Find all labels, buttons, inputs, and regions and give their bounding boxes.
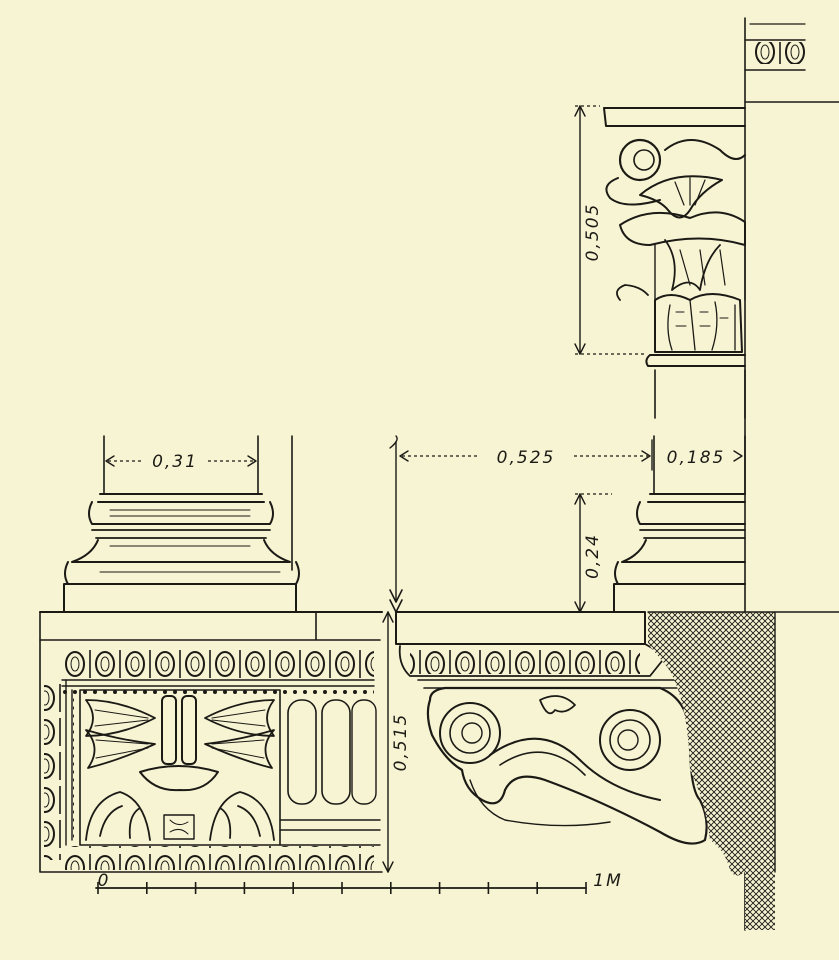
- base-height-label: 0,24: [583, 533, 603, 579]
- left-column-base: [63, 435, 300, 613]
- pedestal-front: [39, 611, 383, 873]
- dimension-capital-height: 0,505: [574, 105, 645, 355]
- column-diameter-label: 0,31: [152, 452, 198, 472]
- capital-height-label: 0,505: [583, 203, 603, 262]
- dimension-column-diameter: 0,31: [105, 452, 257, 472]
- capital-elevation: [603, 17, 839, 931]
- dimension-offset-width: 0,525: [389, 435, 653, 601]
- flute-panel: [287, 699, 377, 805]
- scale-end-label: 1M: [593, 871, 622, 891]
- column-radius-label: 0,185: [667, 448, 726, 468]
- pedestal-height-label: 0,515: [391, 713, 411, 772]
- dimension-column-radius: 0,185: [667, 448, 743, 468]
- wall-hatching: [648, 612, 775, 930]
- leaf-panel-left: [85, 699, 156, 769]
- scale-start-label: 0: [98, 871, 111, 891]
- leaf-panel-right: [204, 699, 275, 769]
- offset-width-label: 0,525: [497, 448, 556, 468]
- dimension-pedestal-height: 0,515: [382, 611, 411, 873]
- dimension-base-height: 0,24: [574, 493, 612, 613]
- scale-bar: 0 1M: [95, 871, 622, 894]
- right-column-base: [613, 435, 746, 613]
